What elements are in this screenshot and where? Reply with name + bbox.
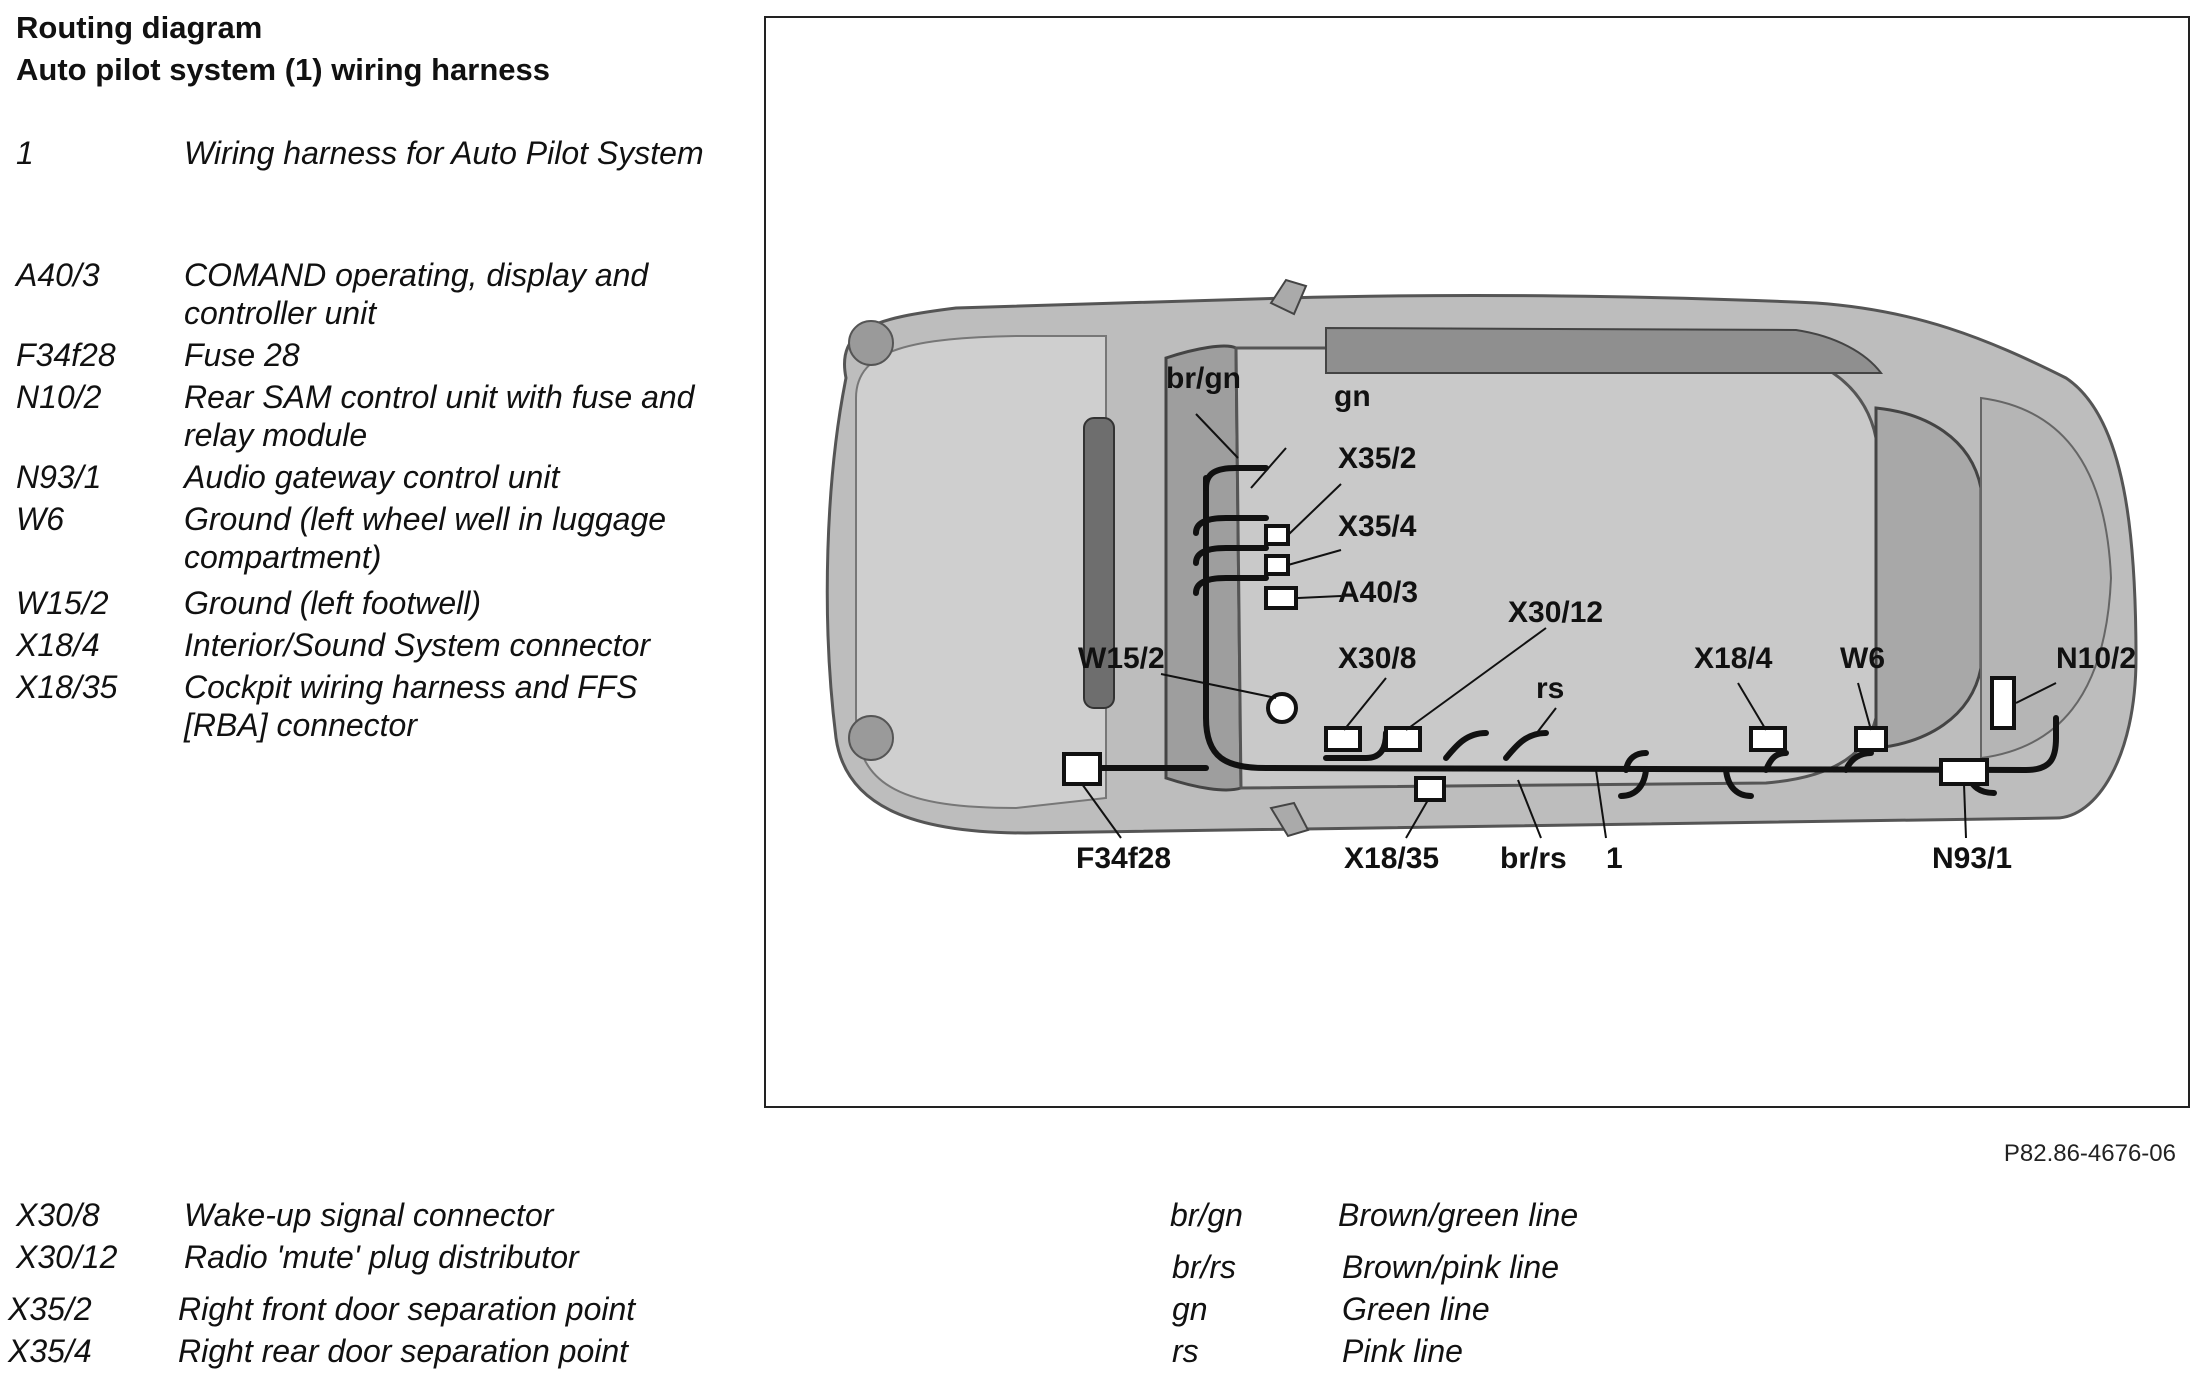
label-x30-12: X30/12 [1508, 596, 1603, 629]
right-window [1325, 326, 1884, 374]
label-x30-8: X30/8 [1338, 642, 1416, 675]
figure-reference: P82.86-4676-06 [2003, 1140, 2176, 1167]
legend-code: 1 [16, 135, 34, 171]
connector-x35-4 [1264, 554, 1290, 576]
line-desc: Pink line [1342, 1333, 1463, 1369]
legend-code: N10/2 [16, 379, 102, 415]
line-desc: Brown/pink line [1342, 1249, 1559, 1285]
legend-desc: Ground (left wheel well in luggage compa… [184, 501, 667, 575]
right-mirror [1269, 278, 1308, 316]
headlight-icon [848, 715, 894, 761]
label-w15-2: W15/2 [1078, 642, 1165, 675]
connector-boxes [1062, 524, 2016, 802]
legend-desc: Rear SAM control unit with fuse and rela… [184, 379, 695, 453]
legend-code: X30/8 [16, 1197, 100, 1233]
legend-code: X35/2 [8, 1291, 92, 1327]
label-harness-1: 1 [1606, 842, 1623, 875]
label-br-gn: br/gn [1166, 362, 1241, 395]
legend-code: N93/1 [16, 459, 102, 495]
ground-w15-2-icon [1266, 692, 1298, 724]
connector-x30-8 [1324, 726, 1362, 752]
label-w6: W6 [1840, 642, 1885, 675]
label-x35-2: X35/2 [1338, 442, 1416, 475]
legend-desc: COMAND operating, display and controller… [184, 257, 649, 331]
car-routing-diagram: br/gn gn X35/2 X35/4 A40/3 X30/12 W15/2 … [825, 278, 2138, 875]
legend-desc: Interior/Sound System connector [184, 627, 651, 663]
label-br-rs: br/rs [1500, 842, 1567, 875]
title-routing-diagram: Routing diagram [16, 10, 263, 45]
legend-code: X18/4 [16, 627, 100, 663]
legend-code: F34f28 [16, 337, 116, 373]
label-n93-1: N93/1 [1932, 842, 2012, 875]
connector-x18-35 [1414, 776, 1446, 802]
legend-desc: Wiring harness for Auto Pilot System [184, 135, 704, 171]
car-grille [1083, 417, 1115, 709]
legend-desc: Radio 'mute' plug distributor [184, 1239, 579, 1275]
car-roof [1234, 346, 1878, 790]
label-a40-3: A40/3 [1338, 576, 1418, 609]
connector-n10-2 [1990, 676, 2016, 730]
connector-a40-3 [1264, 586, 1298, 610]
legend-code: W6 [16, 501, 64, 537]
legend-code: X35/4 [8, 1333, 92, 1369]
line-code: gn [1172, 1291, 1208, 1327]
label-f34f28: F34f28 [1076, 842, 1171, 875]
rear-window [1874, 406, 1983, 750]
legend-desc: Fuse 28 [184, 337, 300, 373]
legend-code: X18/35 [16, 669, 118, 705]
legend-code: X30/12 [16, 1239, 118, 1275]
label-n10-2: N10/2 [2056, 642, 2136, 675]
label-rs: rs [1536, 672, 1564, 705]
connector-w6 [1854, 726, 1888, 752]
label-x18-35: X18/35 [1344, 842, 1439, 875]
legend-desc: Right rear door separation point [178, 1333, 629, 1369]
line-code: br/rs [1172, 1249, 1236, 1285]
left-mirror [1269, 801, 1310, 838]
legend-desc: Right front door separation point [178, 1291, 636, 1327]
legend-code: A40/3 [16, 257, 100, 293]
line-desc: Brown/green line [1338, 1197, 1579, 1233]
legend-desc: Wake-up signal connector [184, 1197, 554, 1233]
leader-lines [1081, 413, 2057, 839]
label-x18-4: X18/4 [1694, 642, 1773, 675]
label-x35-4: X35/4 [1338, 510, 1417, 543]
legend-desc: Audio gateway control unit [184, 459, 560, 495]
connector-x18-4 [1749, 726, 1787, 752]
connector-f34f28 [1062, 752, 1102, 786]
line-desc: Green line [1342, 1291, 1490, 1327]
legend-desc: Ground (left footwell) [184, 585, 482, 621]
diagram-frame: br/gn gn X35/2 X35/4 A40/3 X30/12 W15/2 … [764, 16, 2190, 1108]
connector-x30-12 [1384, 726, 1422, 752]
label-gn: gn [1334, 380, 1371, 413]
connector-n93-1 [1939, 758, 1989, 786]
line-code: rs [1172, 1333, 1199, 1369]
connector-x35-2 [1264, 524, 1290, 546]
car-trunk [1980, 396, 2113, 760]
legend-desc: Cockpit wiring harness and FFS [RBA] con… [184, 669, 638, 743]
line-code: br/gn [1170, 1197, 1243, 1233]
headlight-icon [848, 320, 894, 366]
legend-code: W15/2 [16, 585, 109, 621]
title-harness: Auto pilot system (1) wiring harness [16, 52, 550, 87]
